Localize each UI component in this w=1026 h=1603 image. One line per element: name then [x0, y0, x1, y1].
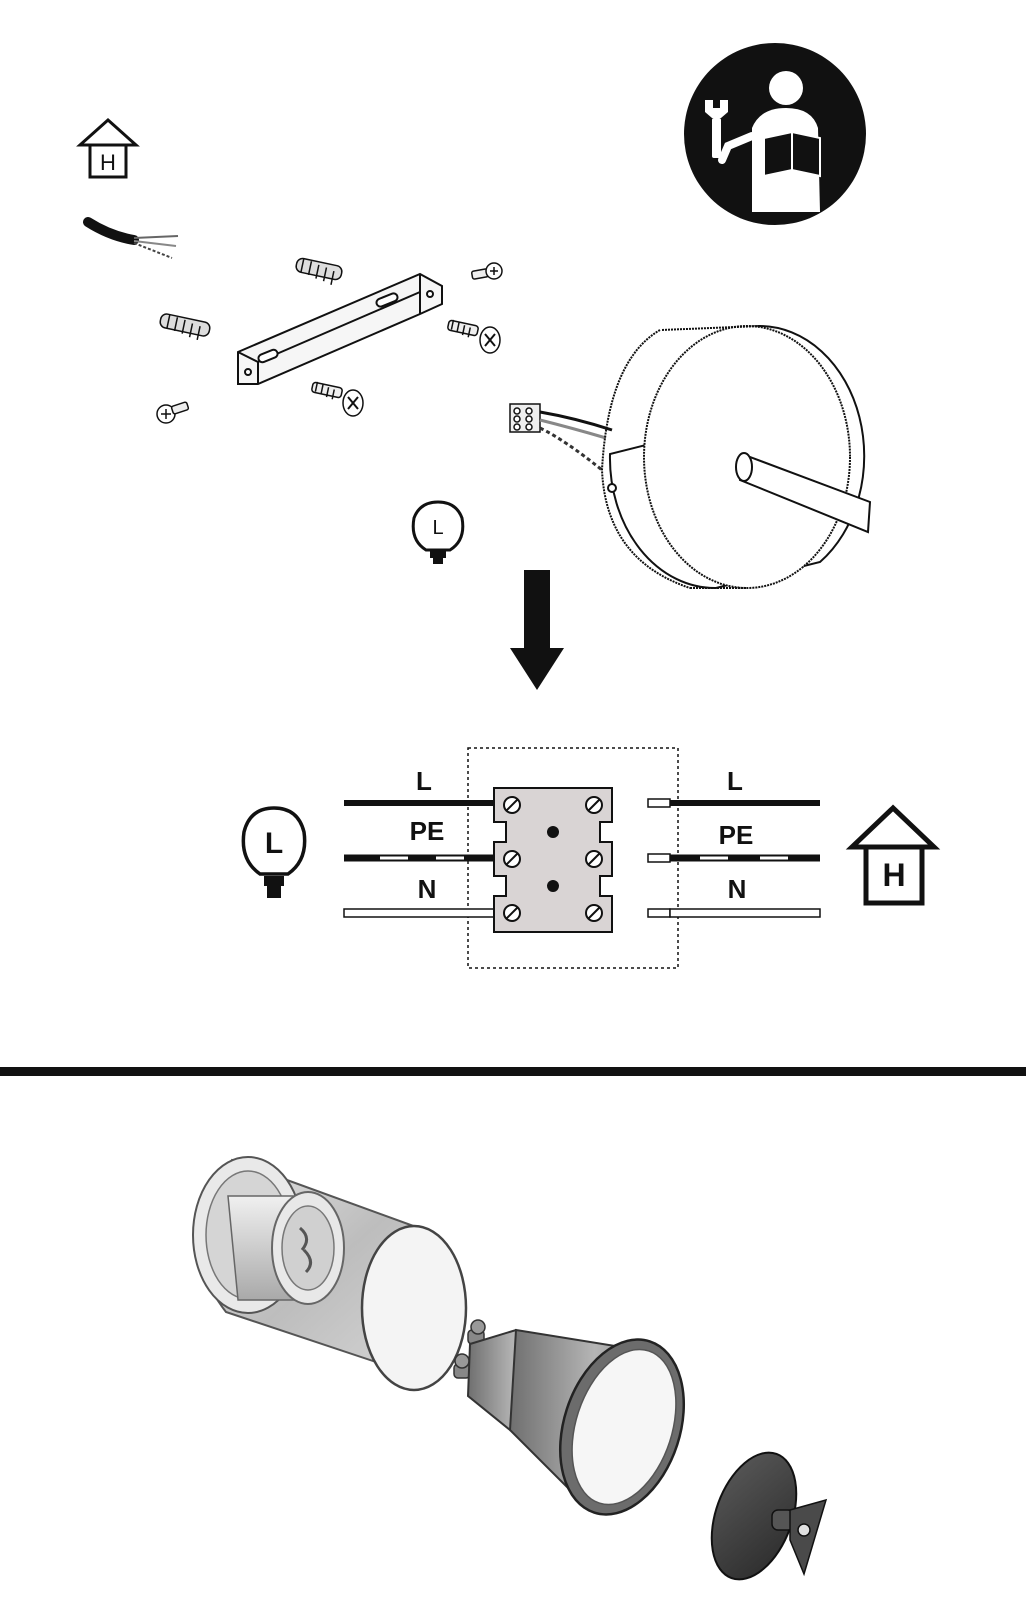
terminal-screw [503, 796, 603, 922]
lamp-wires [539, 410, 613, 472]
mounting-bracket [237, 272, 443, 385]
manual-icon [684, 43, 866, 225]
section-divider [0, 1067, 1026, 1076]
house-icon-top: H [76, 117, 140, 179]
terminal-block [493, 787, 613, 933]
wire-label-left-PE: PE [410, 816, 445, 846]
house-letter-top: H [100, 150, 116, 175]
lamp-canopy [600, 324, 866, 590]
screw [156, 401, 190, 424]
down-arrow [510, 570, 564, 690]
lamp-arm [735, 452, 872, 534]
wall-plug [295, 257, 343, 285]
house-letter-wiring: H [882, 857, 905, 893]
wire-label-left-N: N [418, 874, 437, 904]
wall-plug [159, 313, 211, 341]
lamp-letter-top: L [432, 517, 443, 539]
supply-cable [83, 217, 179, 259]
lamp-icon-top: L [411, 500, 465, 564]
wiring-diagram: L PE N L PE N [343, 747, 821, 969]
wire-label-right-L: L [727, 766, 743, 796]
screw [447, 319, 501, 354]
wire-label-right-PE: PE [719, 820, 754, 850]
screw [470, 262, 503, 280]
screw [311, 381, 364, 417]
lamp-terminal-block [509, 403, 541, 433]
lamp-icon-wiring: L [241, 806, 307, 898]
lamp-letter-wiring: L [265, 827, 283, 860]
house-icon-wiring: H [845, 804, 941, 906]
wire-label-right-N: N [728, 874, 747, 904]
glass-shade [192, 1156, 468, 1392]
gu10-bulb [453, 1319, 686, 1516]
end-cap [710, 1451, 828, 1581]
wire-label-left-L: L [416, 766, 432, 796]
